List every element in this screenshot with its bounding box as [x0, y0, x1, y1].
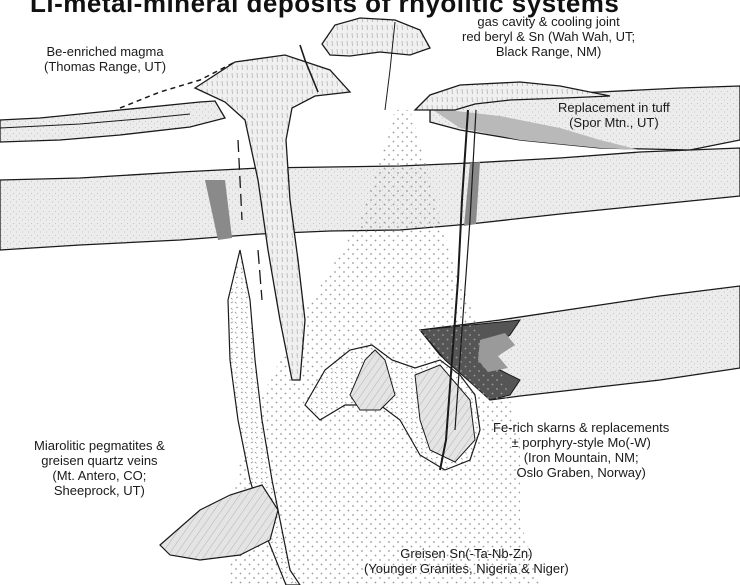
- gas-cavity-dome: [322, 18, 430, 56]
- label-fe-skarns: Fe-rich skarns & replacements ± porphyry…: [493, 420, 669, 480]
- label-line: (Younger Granites, Nigeria & Niger): [364, 561, 569, 576]
- label-miarolitic-pegmatites: Miarolitic pegmatites & greisen quartz v…: [34, 438, 165, 498]
- label-line: gas cavity & cooling joint: [462, 14, 635, 29]
- label-line: red beryl & Sn (Wah Wah, UT;: [462, 29, 635, 44]
- label-line: (Iron Mountain, NM;: [493, 450, 669, 465]
- label-line: Be-enriched magma: [44, 44, 166, 59]
- label-be-enriched-magma: Be-enriched magma (Thomas Range, UT): [44, 44, 166, 74]
- label-line: Fe-rich skarns & replacements: [493, 420, 669, 435]
- label-gas-cavity: gas cavity & cooling joint red beryl & S…: [462, 14, 635, 59]
- label-line: Sheeprock, UT): [34, 483, 165, 498]
- label-replacement-in-tuff: Replacement in tuff (Spor Mtn., UT): [558, 100, 670, 130]
- label-line: Oslo Graben, Norway): [493, 465, 669, 480]
- label-line: (Thomas Range, UT): [44, 59, 166, 74]
- label-line: (Spor Mtn., UT): [558, 115, 670, 130]
- label-line: Black Range, NM): [462, 44, 635, 59]
- fault-line-left-2: [258, 250, 262, 300]
- label-line: (Mt. Antero, CO;: [34, 468, 165, 483]
- label-greisen: Greisen Sn(-Ta-Nb-Zn) (Younger Granites,…: [364, 546, 569, 576]
- label-line: ± porphyry-style Mo(-W): [493, 435, 669, 450]
- label-line: greisen quartz veins: [34, 453, 165, 468]
- label-line: Replacement in tuff: [558, 100, 670, 115]
- label-line: Miarolitic pegmatites &: [34, 438, 165, 453]
- label-line: Greisen Sn(-Ta-Nb-Zn): [364, 546, 569, 561]
